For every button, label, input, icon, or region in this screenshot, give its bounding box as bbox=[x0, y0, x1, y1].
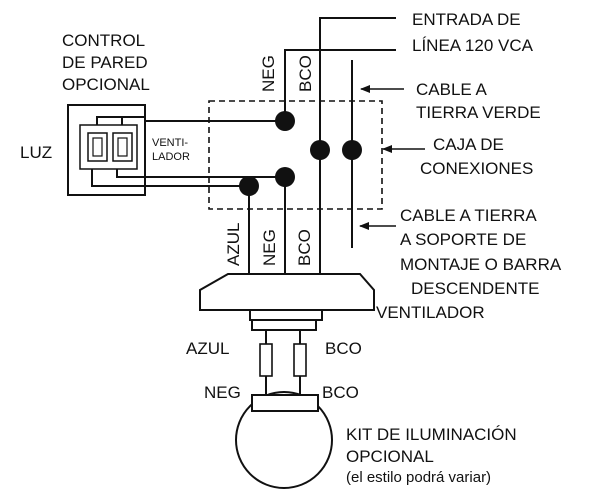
light-label: LUZ bbox=[20, 143, 52, 162]
light-white-label: BCO bbox=[325, 339, 362, 358]
light-kit-label-2: OPCIONAL bbox=[346, 447, 434, 466]
ground-green-label-2: TIERRA VERDE bbox=[416, 103, 541, 122]
fan-canopy bbox=[199, 273, 375, 311]
supply-black-wire bbox=[284, 49, 396, 121]
wire-connectors bbox=[239, 111, 362, 196]
fan-switch-rocker bbox=[112, 132, 133, 162]
connector-black-switch bbox=[275, 111, 295, 131]
junction-box-label-1: CAJA DE bbox=[433, 135, 504, 154]
kit-white-label: BCO bbox=[322, 383, 359, 402]
ground-bracket-label-3: MONTAJE O BARRA bbox=[400, 255, 562, 274]
wall-control-label-1: CONTROL bbox=[62, 31, 145, 50]
labels: CONTROL DE PARED OPCIONAL LUZ VENTI- LAD… bbox=[20, 10, 562, 486]
supply-white-wire bbox=[319, 17, 396, 288]
fan-black-label: NEG bbox=[260, 229, 279, 266]
connector-black-fan bbox=[275, 167, 295, 187]
supply-black-label: NEG bbox=[259, 55, 278, 92]
supply-white-label: BCO bbox=[296, 55, 315, 92]
light-blue-label: AZUL bbox=[186, 339, 229, 358]
callout-arrows bbox=[359, 85, 425, 230]
wall-control-plate bbox=[67, 104, 146, 196]
fan-collar bbox=[249, 309, 323, 321]
quick-connectors bbox=[259, 343, 307, 377]
quick-connector-white bbox=[293, 343, 307, 377]
fan-label: VENTILADOR bbox=[376, 303, 485, 322]
wall-control-label-3: OPCIONAL bbox=[62, 75, 150, 94]
light-kit-cap-front bbox=[251, 394, 319, 412]
fan-blue-label: AZUL bbox=[224, 223, 243, 266]
fan-switch-housing bbox=[251, 319, 317, 331]
light-bulb bbox=[235, 391, 333, 489]
supply-label-1: ENTRADA DE bbox=[412, 10, 521, 29]
light-kit-label-1: KIT DE ILUMINACIÓN bbox=[346, 425, 517, 444]
connector-ground bbox=[342, 140, 362, 160]
ground-bracket-label-4: DESCENDENTE bbox=[411, 279, 539, 298]
wires bbox=[91, 17, 396, 288]
light-switch-feed bbox=[96, 116, 145, 125]
ground-bracket-label-2: A SOPORTE DE bbox=[400, 230, 526, 249]
ground-green-label-1: CABLE A bbox=[416, 80, 488, 99]
connector-blue bbox=[239, 176, 259, 196]
light-switch-rocker bbox=[87, 132, 108, 162]
fan-switch-output-wire bbox=[116, 169, 285, 178]
fan-white-label: BCO bbox=[295, 229, 314, 266]
light-kit-label-3: (el estilo podrá variar) bbox=[346, 469, 491, 486]
fan-switch-label-1: VENTI- bbox=[152, 137, 188, 149]
supply-label-2: LÍNEA 120 VCA bbox=[412, 36, 534, 55]
ground-bracket-label-1: CABLE A TIERRA bbox=[400, 206, 537, 225]
quick-connector-blue bbox=[259, 343, 273, 377]
fan-switch-rocker-inner bbox=[117, 137, 128, 157]
junction-box-label-2: CONEXIONES bbox=[420, 159, 533, 178]
kit-black-label: NEG bbox=[204, 383, 241, 402]
light-switch-rocker-inner bbox=[92, 137, 103, 157]
fan-motor bbox=[199, 273, 375, 331]
connector-white bbox=[310, 140, 330, 160]
fan-switch-label-2: LADOR bbox=[152, 151, 190, 163]
light-switch-output-wire bbox=[91, 169, 249, 187]
wall-control-label-2: DE PARED bbox=[62, 53, 148, 72]
wall-control-switch-housing bbox=[79, 124, 138, 170]
wall-control bbox=[67, 104, 146, 196]
